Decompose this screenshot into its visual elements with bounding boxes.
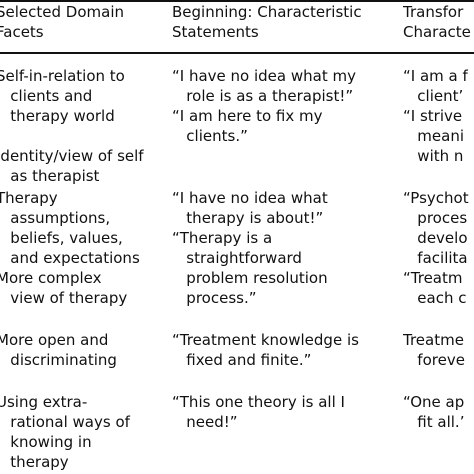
transform-statements-row-1: “I am a f client’ “I strive meani with n — [403, 67, 468, 165]
facet-extra-rational: Using extra- rational ways of knowing in… — [0, 393, 130, 471]
facet-therapy-assumptions: Therapy assumptions, beliefs, values, an… — [0, 189, 140, 267]
beginning-statements-row-3: “I have no idea what therapy is about!” … — [172, 189, 328, 307]
facet-open-discriminating: More open and discriminating — [0, 331, 117, 369]
header-beginning: Beginning: Characteristic Statements — [172, 3, 362, 41]
facet-identity: Identity/view of self as therapist — [0, 147, 144, 185]
transform-statements-row-5: Treatme foreve — [403, 331, 465, 369]
beginning-statements-row-6: “This one theory is all I need!” — [172, 393, 345, 431]
beginning-statements-row-1: “I have no idea what my role is as a the… — [172, 67, 356, 145]
transform-statements-row-6: “One ap fit all.’ — [403, 393, 465, 431]
table-header-rule — [0, 52, 474, 54]
facet-self-in-relation: Self-in-relation to clients and therapy … — [0, 67, 125, 125]
beginning-statements-row-5: “Treatment knowledge is fixed and finite… — [172, 331, 359, 369]
header-facets: Selected Domain Facets — [0, 3, 124, 41]
table-top-rule — [0, 0, 474, 2]
header-transformation: Transfor Characte — [403, 3, 471, 41]
facet-more-complex: More complex view of therapy — [0, 269, 128, 307]
transform-statements-row-3: “Psychot proces develo facilita “Treatm … — [403, 189, 469, 307]
